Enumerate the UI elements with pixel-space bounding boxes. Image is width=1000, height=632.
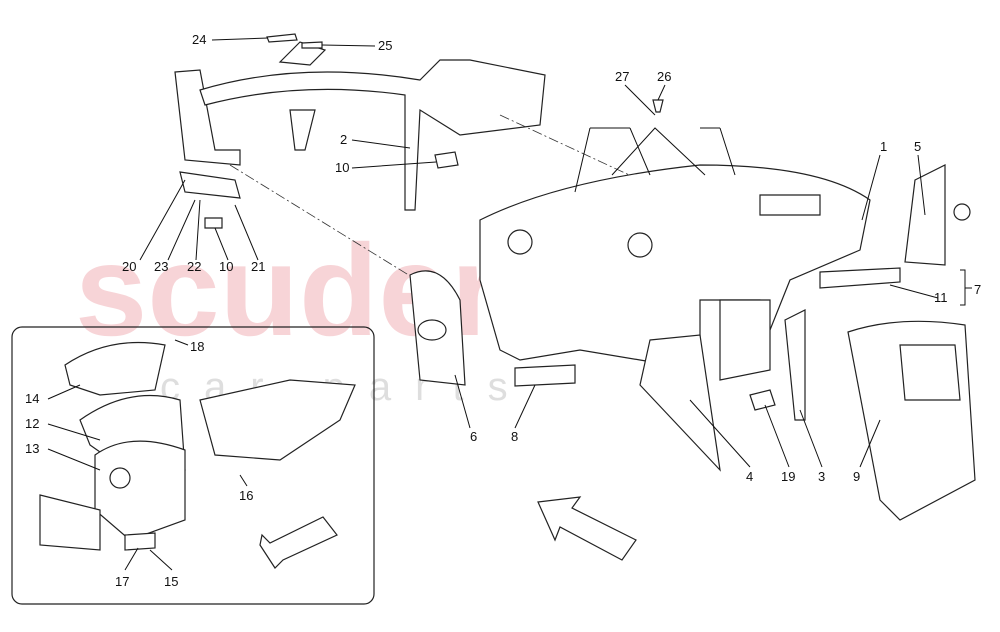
dashboard-crossbeam xyxy=(174,33,546,229)
callout-20: 20 xyxy=(122,259,136,274)
callout-13: 13 xyxy=(25,441,39,456)
callout-14: 14 xyxy=(25,391,39,406)
callout-7: 7 xyxy=(974,282,981,297)
callout-2: 2 xyxy=(340,132,347,147)
callout-17: 17 xyxy=(115,574,129,589)
callout-11: 11 xyxy=(934,290,948,305)
callout-10b: 10 xyxy=(219,259,233,274)
callout-9: 9 xyxy=(853,469,860,484)
callout-27: 27 xyxy=(615,69,629,84)
callout-18: 18 xyxy=(190,339,204,354)
callout-23: 23 xyxy=(154,259,168,274)
callout-22: 22 xyxy=(187,259,201,274)
callout-15: 15 xyxy=(164,574,178,589)
callout-10: 10 xyxy=(335,160,349,175)
callout-labels: 24 25 2 10 27 26 1 5 7 11 20 23 22 10 21… xyxy=(25,32,981,589)
direction-arrow-left xyxy=(259,516,338,569)
callout-5: 5 xyxy=(914,139,921,154)
callout-4: 4 xyxy=(746,469,753,484)
callout-6: 6 xyxy=(470,429,477,444)
callout-3: 3 xyxy=(818,469,825,484)
dashboard-panel xyxy=(409,99,976,521)
callout-19: 19 xyxy=(781,469,795,484)
direction-arrow-right xyxy=(537,496,637,561)
steering-column xyxy=(39,341,356,551)
callout-1: 1 xyxy=(880,139,887,154)
callout-8: 8 xyxy=(511,429,518,444)
callout-12: 12 xyxy=(25,416,39,431)
callout-26: 26 xyxy=(657,69,671,84)
callout-16: 16 xyxy=(239,488,253,503)
steering-column-inset xyxy=(11,326,375,605)
callout-24: 24 xyxy=(192,32,206,47)
callout-25: 25 xyxy=(378,38,392,53)
callout-21: 21 xyxy=(251,259,265,274)
